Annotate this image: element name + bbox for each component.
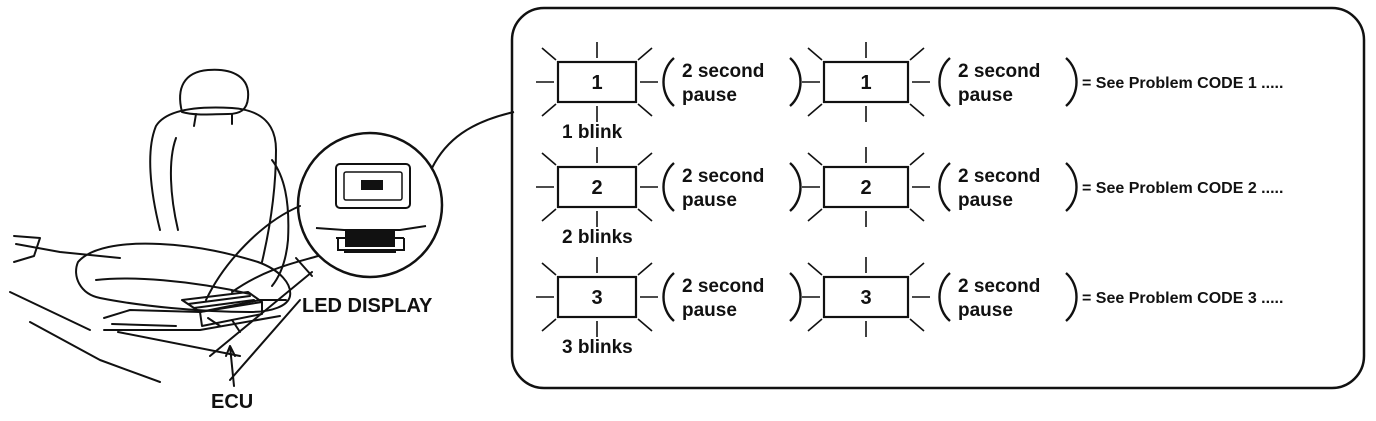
pause-text-line1: 2 second [958, 276, 1040, 297]
blink-code-rows: 1 1 blink 2 second pause 1 2 second pause = See… [536, 42, 1283, 358]
pause-text-line1: 2 second [958, 166, 1040, 187]
blink-code-number: 2 [591, 177, 602, 199]
led-display-label: LED DISPLAY [302, 295, 433, 317]
blink-box-frame [822, 275, 910, 319]
blink-code-row-2: 2 2 blinks 2 second pause 2 2 second pause = Se… [536, 147, 1283, 248]
pause-text-line1: 2 second [958, 61, 1040, 82]
pause-group-first: 2 second pause [662, 57, 802, 107]
blink-box-first: 1 [536, 42, 658, 122]
blink-code-number: 3 [591, 287, 602, 309]
paren-right [789, 162, 802, 212]
blink-rays [802, 147, 930, 227]
blink-box-frame [556, 60, 638, 104]
blink-box-second: 2 [802, 147, 930, 227]
paren-left [938, 162, 951, 212]
pause-text-line2: pause [958, 85, 1013, 106]
pause-group-second: 2 second pause [938, 162, 1078, 212]
led-display-unit [315, 163, 427, 253]
pause-text-line2: pause [682, 85, 737, 106]
paren-right [1065, 272, 1078, 322]
blink-rays [536, 42, 658, 122]
blink-rays [536, 147, 658, 227]
blink-rays [802, 257, 930, 337]
ecu-label: ECU [211, 391, 253, 413]
paren-right [789, 57, 802, 107]
result-text: = See Problem CODE 3 ..... [1082, 290, 1283, 307]
paren-left [938, 272, 951, 322]
blink-box-frame [822, 165, 910, 209]
blink-count-label: 3 blinks [562, 337, 633, 358]
pause-text-line2: pause [958, 190, 1013, 211]
seat-illustration [9, 68, 319, 387]
paren-left [662, 162, 675, 212]
blink-box-second: 3 [802, 257, 930, 337]
paren-left [662, 57, 675, 107]
blink-count-label: 1 blink [562, 122, 623, 143]
result-text: = See Problem CODE 1 ..... [1082, 75, 1283, 92]
pause-text-line1: 2 second [682, 166, 764, 187]
pause-group-first: 2 second pause [662, 162, 802, 212]
blink-code-row-1: 1 1 blink 2 second pause 1 2 second pause = See… [536, 42, 1283, 143]
paren-right [1065, 57, 1078, 107]
pause-group-second: 2 second pause [938, 57, 1078, 107]
pause-group-second: 2 second pause [938, 272, 1078, 322]
result-text: = See Problem CODE 2 ..... [1082, 180, 1283, 197]
blink-box-frame [822, 60, 910, 104]
blink-code-number: 3 [860, 287, 871, 309]
blink-code-panel [510, 6, 1366, 390]
blink-code-number: 2 [860, 177, 871, 199]
led-display-magnifier [296, 111, 515, 279]
pause-group-first: 2 second pause [662, 272, 802, 322]
pause-text-line1: 2 second [682, 61, 764, 82]
blink-box-second: 1 [802, 42, 930, 122]
blink-code-number: 1 [591, 72, 602, 94]
blink-count-label: 2 blinks [562, 227, 633, 248]
blink-code-row-3: 3 3 blinks 2 second pause 3 2 second pause = Se… [536, 257, 1283, 358]
blink-rays [536, 257, 658, 337]
pause-text-line2: pause [682, 300, 737, 321]
blink-box-first: 2 [536, 147, 658, 227]
paren-right [1065, 162, 1078, 212]
paren-left [662, 272, 675, 322]
pause-text-line2: pause [682, 190, 737, 211]
paren-right [789, 272, 802, 322]
blink-box-frame [556, 165, 638, 209]
pause-text-line2: pause [958, 300, 1013, 321]
blink-box-frame [556, 275, 638, 319]
paren-left [938, 57, 951, 107]
pause-text-line1: 2 second [682, 276, 764, 297]
blink-rays [802, 42, 930, 122]
blink-box-first: 3 [536, 257, 658, 337]
blink-code-number: 1 [860, 72, 871, 94]
